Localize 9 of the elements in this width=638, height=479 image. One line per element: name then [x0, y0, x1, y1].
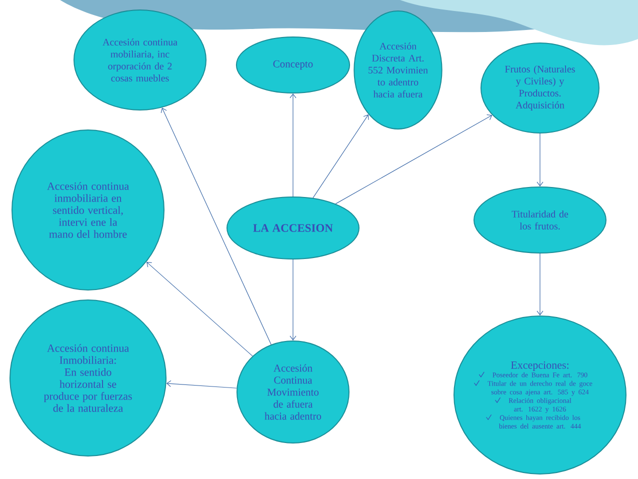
arrow — [290, 259, 296, 340]
arrow — [166, 380, 237, 388]
arrow — [312, 114, 369, 198]
arrow — [146, 262, 253, 356]
arrow — [536, 133, 544, 186]
arrow — [536, 253, 544, 316]
arrow — [290, 94, 296, 197]
arrow — [160, 108, 272, 345]
arrow — [335, 114, 492, 204]
